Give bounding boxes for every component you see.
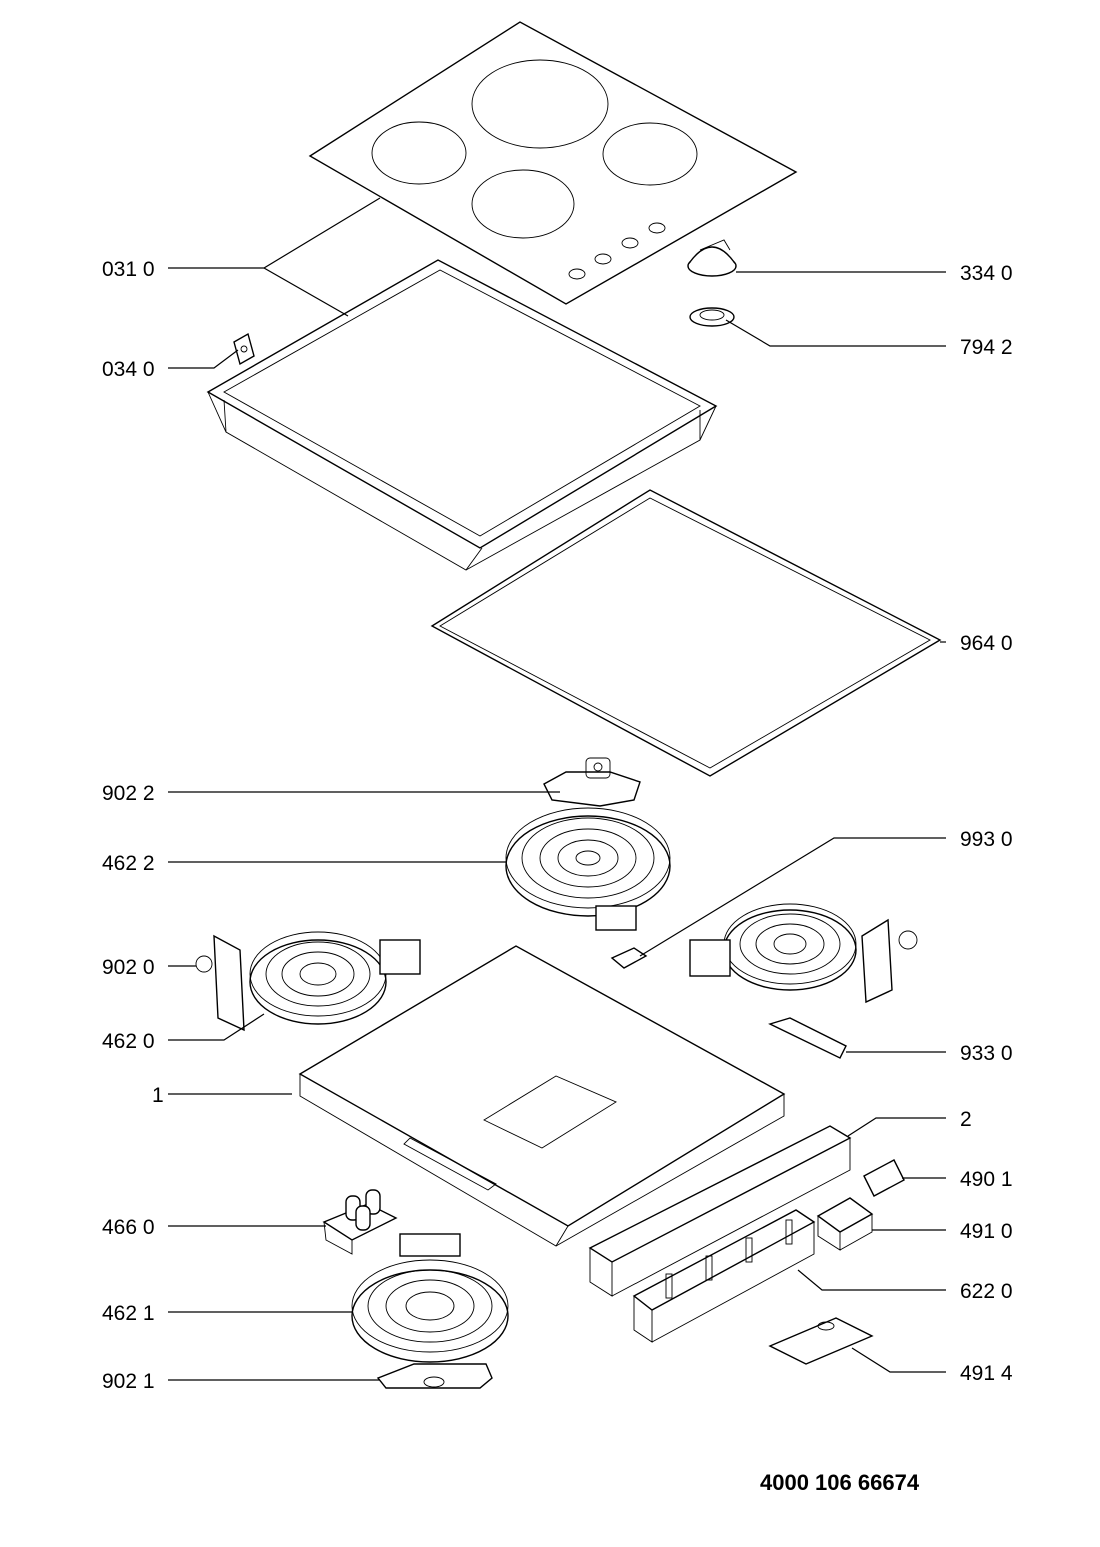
- callout-993-0: 993 0: [960, 828, 1013, 851]
- bottom-tray-part: [298, 945, 786, 1247]
- control-knob-part: [687, 239, 737, 277]
- knob-bezel-part: [689, 307, 735, 327]
- bracket-902-0-part: [195, 934, 245, 1032]
- bracket-902-1-part: [376, 1363, 493, 1389]
- callout-462-0: 462 0: [102, 1030, 155, 1053]
- callout-334-0: 334 0: [960, 262, 1013, 285]
- bracket-902-2-part: [543, 757, 641, 807]
- frame-part: [206, 259, 718, 571]
- callout-491-4: 491 4: [960, 1362, 1013, 1385]
- callout-622-0: 622 0: [960, 1280, 1013, 1303]
- terminal-block-part: [322, 1189, 398, 1255]
- callout-034-0: 034 0: [102, 358, 155, 381]
- sensor-993-0-part: [610, 947, 648, 969]
- callout-462-2: 462 2: [102, 852, 155, 875]
- switch-491-0-part: [816, 1197, 874, 1251]
- callout-491-0: 491 0: [960, 1220, 1013, 1243]
- heater-462-1-part: [351, 1233, 509, 1363]
- clip-part: [233, 332, 255, 366]
- gasket-part: [430, 489, 942, 777]
- part-490-1: [863, 1159, 905, 1197]
- callout-labels: 031 0 034 0 334 0 794 2 964 0 902 2 462 …: [102, 258, 1013, 1393]
- callout-964-0: 964 0: [960, 632, 1013, 655]
- bracket-933-0-part: [768, 1017, 847, 1059]
- callout-2: 2: [960, 1108, 972, 1131]
- callout-490-1: 490 1: [960, 1168, 1013, 1191]
- heater-462-2-part: [505, 807, 671, 931]
- regulator-block-part: [632, 1209, 816, 1343]
- leader-lines: [168, 197, 946, 1381]
- callout-031-0: 031 0: [102, 258, 155, 281]
- callout-462-1: 462 1: [102, 1302, 155, 1325]
- glass-cooktop-part: [308, 21, 798, 305]
- document-number: 4000 106 66674: [760, 1470, 920, 1495]
- callout-794-2: 794 2: [960, 336, 1013, 359]
- control-box-part: [588, 1125, 852, 1297]
- cover-491-4-part: [768, 1317, 874, 1365]
- callout-902-2: 902 2: [102, 782, 155, 805]
- callout-902-1: 902 1: [102, 1370, 155, 1393]
- callout-902-0: 902 0: [102, 956, 155, 979]
- heater-462-0-part: [249, 931, 421, 1025]
- heater-right-part: [689, 903, 918, 1004]
- callout-466-0: 466 0: [102, 1216, 155, 1239]
- callout-1: 1: [152, 1084, 164, 1107]
- callout-933-0: 933 0: [960, 1042, 1013, 1065]
